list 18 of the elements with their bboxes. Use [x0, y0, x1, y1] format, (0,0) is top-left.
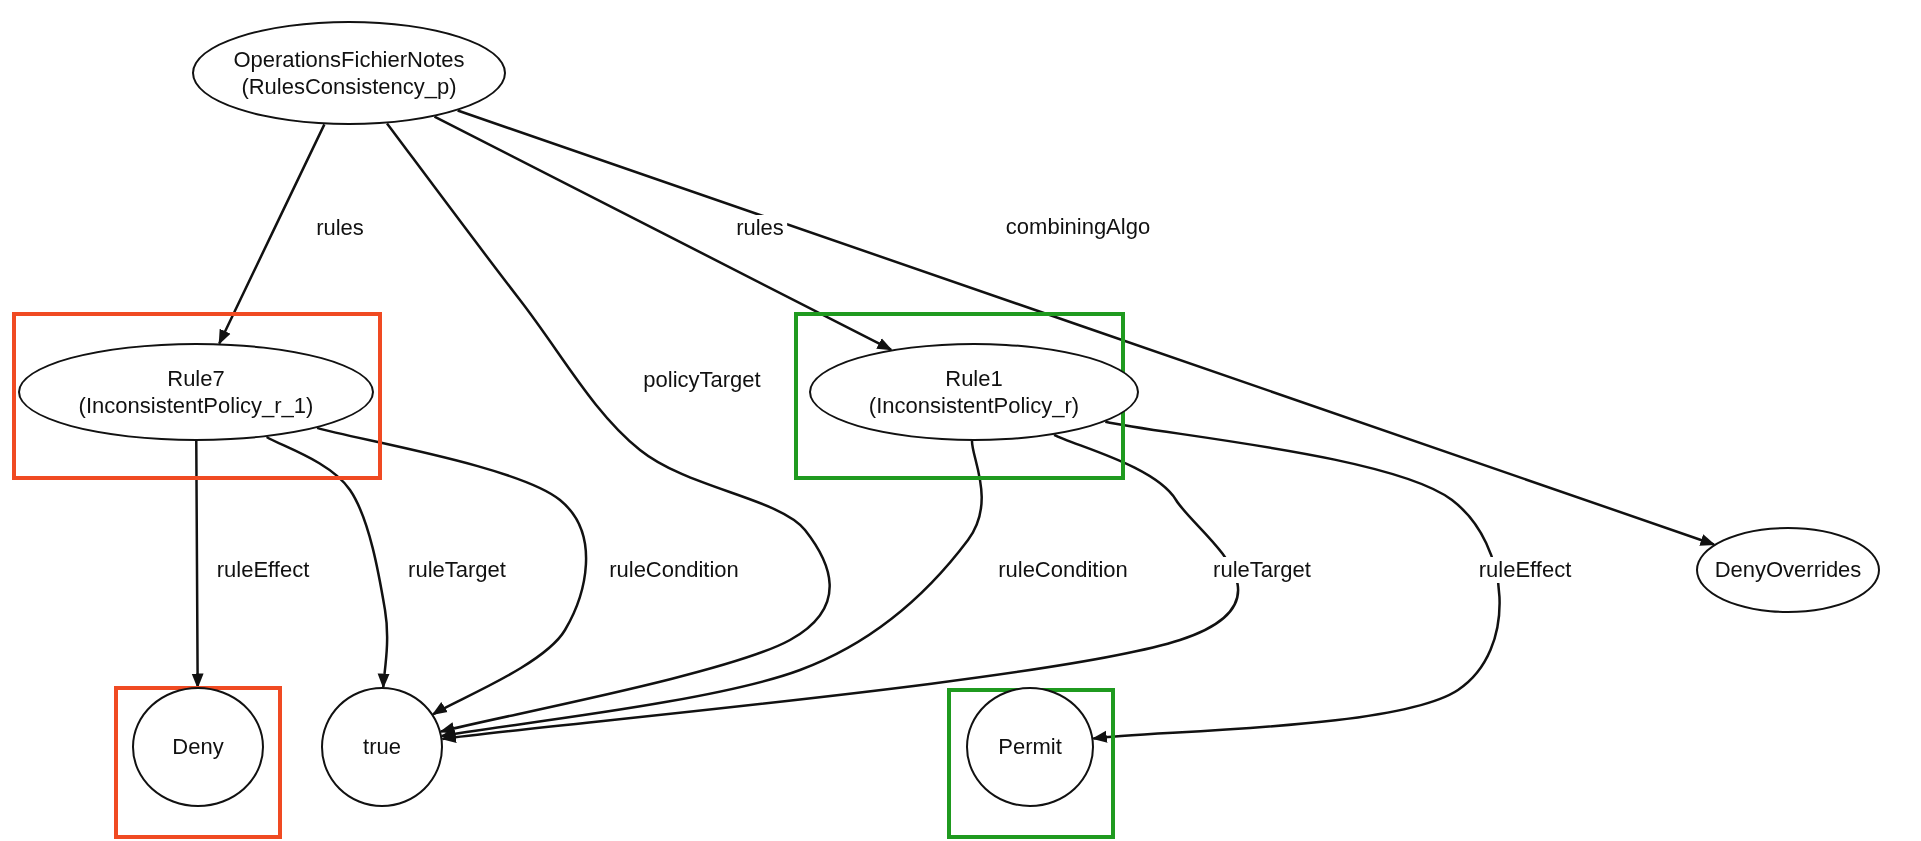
arrow	[440, 440, 983, 740]
arrow	[316, 426, 588, 716]
arrow	[266, 435, 391, 689]
arrow	[191, 441, 204, 689]
arrow	[457, 109, 1716, 546]
node-label: Rule1	[945, 364, 1003, 392]
node-label: Deny	[172, 733, 224, 761]
node-label: Rule7	[167, 364, 225, 392]
node-label: true	[363, 733, 401, 761]
node-label: Permit	[998, 733, 1062, 761]
node-label: OperationsFichierNotes	[233, 45, 465, 73]
node-label: DenyOverrides	[1714, 556, 1862, 584]
node-label: (InconsistentPolicy_r)	[868, 392, 1080, 420]
node-label: (RulesConsistency_p)	[241, 73, 457, 101]
arrow	[218, 123, 326, 345]
node-label: (InconsistentPolicy_r_1)	[78, 392, 314, 420]
arrow	[386, 122, 831, 735]
arrow	[433, 115, 893, 351]
